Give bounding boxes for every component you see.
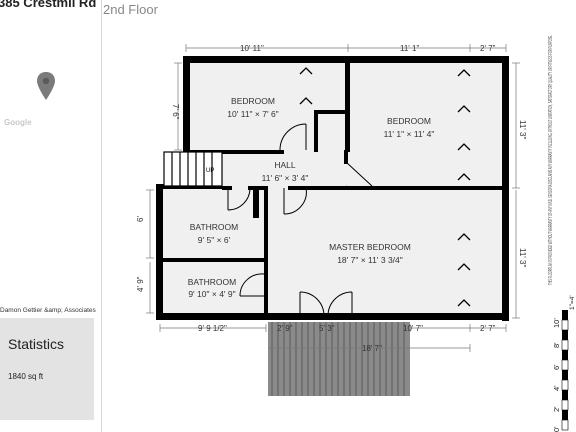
room-size-bathroom-a: 9' 5" × 6': [198, 235, 231, 245]
room-name-bathroom-b: BATHROOM: [188, 277, 236, 287]
disclaimer-text: THIS FLOORPLAN IS PROVIDED WITHOUT WARRA…: [548, 35, 554, 285]
dim-left-mid: 6': [136, 216, 145, 222]
statistics-area: 1840 sq ft: [8, 372, 44, 381]
scale-label-6: 6': [552, 364, 561, 370]
map-pin-icon[interactable]: [37, 72, 55, 100]
room-size-master-bedroom: 18' 7" × 11' 3 3/4": [337, 255, 403, 265]
dim-bottom-a: 2' 9": [277, 324, 293, 333]
floor-title: 2nd Floor: [103, 2, 158, 17]
dim-left-lower: 4' 9": [136, 276, 145, 292]
dim-deck: 18' 7": [362, 344, 382, 353]
scale-label-2: 2': [552, 406, 561, 412]
dim-bottom-b: 5' 3": [319, 324, 335, 333]
wall-bottom: [156, 313, 509, 320]
scale-label-4: 4': [552, 385, 561, 391]
room-name-bedroom-b: BEDROOM: [387, 116, 431, 126]
room-name-bedroom-a: BEDROOM: [231, 96, 275, 106]
floor-plan[interactable]: UP: [104, 18, 540, 416]
room-name-master-bedroom: MASTER BEDROOM: [329, 242, 411, 252]
statistics-panel: Statistics 1840 sq ft: [0, 318, 94, 420]
wall-left-lower: [156, 186, 163, 320]
scale-label-0: 0': [552, 426, 561, 432]
google-attribution: Google: [4, 118, 32, 127]
dim-right-upper: 11' 3": [518, 120, 527, 140]
room-size-bedroom-a: 10' 11" × 7' 6": [227, 109, 278, 119]
wall-top: [183, 56, 509, 63]
svg-text:UP: UP: [206, 168, 214, 174]
dim-bottom-right: 2' 7": [480, 324, 496, 333]
scale-label-10: 10': [552, 318, 561, 328]
property-address: 385 Crestmil Rd: [0, 0, 97, 10]
room-size-bedroom-b: 11' 1" × 11' 4": [384, 129, 435, 139]
room-name-bathroom-a: BATHROOM: [190, 222, 238, 232]
dim-bottom-c: 10' 7": [403, 324, 423, 333]
scale-note: 1"=4': [569, 295, 576, 310]
map-thumbnail[interactable]: Google: [0, 26, 100, 306]
scale-label-8: 8': [552, 342, 561, 348]
agent-credit: Damon Gettier &amp; Associates: [0, 307, 96, 314]
room-size-bathroom-b: 9' 10" × 4' 9": [188, 289, 235, 299]
disclaimer-panel: THIS FLOORPLAN IS PROVIDED WITHOUT WARRA…: [548, 35, 554, 285]
scale-bar: 10' 8' 6' 4' 2' 0' 1"=4': [552, 295, 576, 432]
dim-top-left: 10' 11": [240, 44, 264, 53]
sidebar: 385 Crestmil Rd Google Damon Gettier &am…: [0, 0, 102, 432]
room-size-hall: 11' 6" × 3' 4": [262, 173, 309, 183]
wall-left-upper: [183, 56, 190, 152]
dim-top-right: 2' 7": [480, 44, 496, 53]
dim-right-lower: 11' 3": [518, 248, 527, 268]
dim-bottom-left: 9' 9 1/2": [198, 324, 227, 333]
dim-top-mid: 11' 1": [400, 44, 420, 53]
room-name-hall: HALL: [274, 160, 296, 170]
dim-left-upper: 7' 6": [171, 104, 180, 120]
statistics-title: Statistics: [8, 336, 65, 352]
